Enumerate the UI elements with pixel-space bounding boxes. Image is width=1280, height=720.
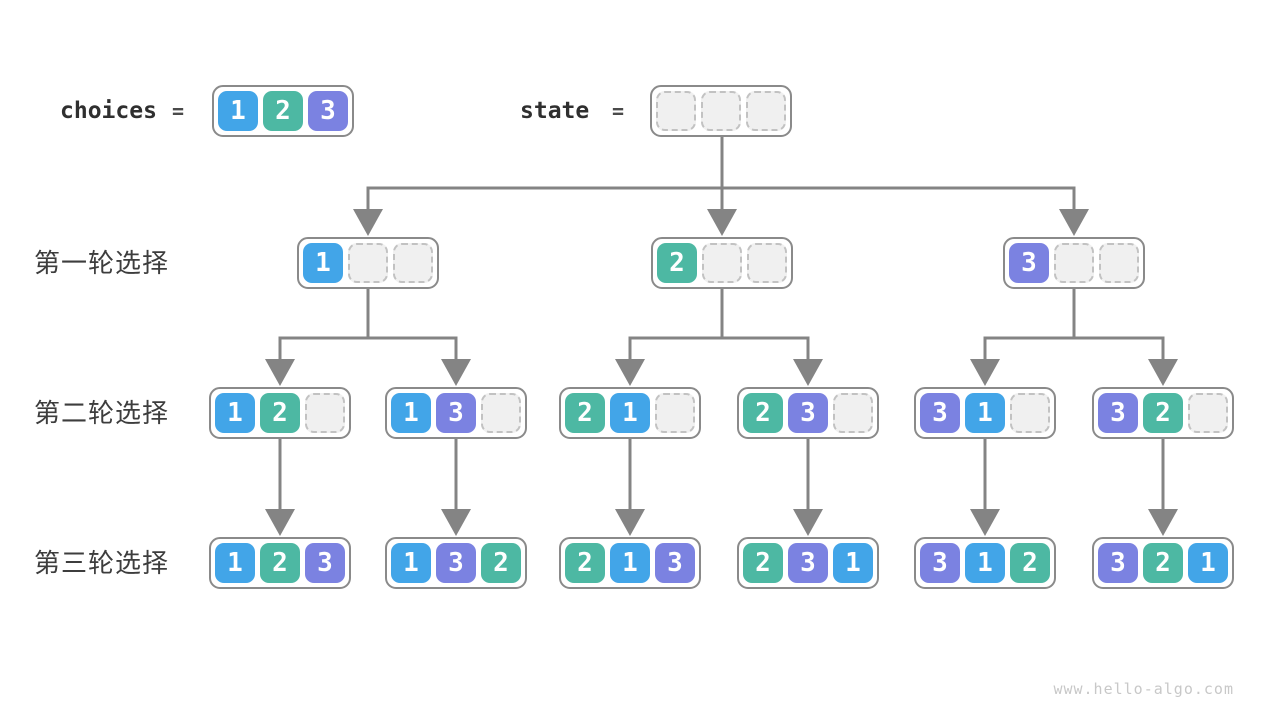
empty-cell <box>393 243 433 283</box>
cell-3: 3 <box>1098 543 1138 583</box>
empty-cell <box>305 393 345 433</box>
cell-2: 2 <box>1143 393 1183 433</box>
cell-3: 3 <box>1009 243 1049 283</box>
cell-3: 3 <box>920 393 960 433</box>
state-label: state <box>520 98 590 124</box>
cell-1: 1 <box>965 543 1005 583</box>
cell-3: 3 <box>436 393 476 433</box>
cell-2: 2 <box>260 543 300 583</box>
cell-1: 1 <box>391 543 431 583</box>
empty-cell <box>1188 393 1228 433</box>
row-label-round-3: 第三轮选择 <box>34 548 170 578</box>
cell-2: 2 <box>743 543 783 583</box>
cell-3: 3 <box>305 543 345 583</box>
cell-1: 1 <box>215 393 255 433</box>
cell-3: 3 <box>1098 393 1138 433</box>
row-label-round-2: 第二轮选择 <box>34 398 170 428</box>
empty-cell <box>747 243 787 283</box>
cell-2: 2 <box>260 393 300 433</box>
state-box <box>650 85 792 137</box>
cell-2: 2 <box>565 543 605 583</box>
choices-equals-sign: = <box>172 99 185 123</box>
empty-cell <box>1010 393 1050 433</box>
cell-1: 1 <box>218 91 258 131</box>
empty-cell <box>655 393 695 433</box>
cell-2: 2 <box>481 543 521 583</box>
cell-3: 3 <box>436 543 476 583</box>
cell-3: 3 <box>788 393 828 433</box>
cell-3: 3 <box>788 543 828 583</box>
choices-label: choices <box>60 98 157 124</box>
state-equals-sign: = <box>612 99 625 123</box>
empty-cell <box>746 91 786 131</box>
cell-1: 1 <box>610 393 650 433</box>
cell-3: 3 <box>920 543 960 583</box>
cell-2: 2 <box>565 393 605 433</box>
cell-3: 3 <box>308 91 348 131</box>
empty-cell <box>833 393 873 433</box>
cell-2: 2 <box>1010 543 1050 583</box>
cell-1: 1 <box>610 543 650 583</box>
empty-cell <box>1054 243 1094 283</box>
round1-state-box: 1 <box>297 237 439 289</box>
cell-2: 2 <box>263 91 303 131</box>
cell-2: 2 <box>657 243 697 283</box>
cell-1: 1 <box>391 393 431 433</box>
empty-cell <box>702 243 742 283</box>
cell-1: 1 <box>1188 543 1228 583</box>
empty-cell <box>656 91 696 131</box>
cell-1: 1 <box>303 243 343 283</box>
watermark: www.hello-algo.com <box>1053 680 1234 698</box>
cell-1: 1 <box>833 543 873 583</box>
row-label-round-1: 第一轮选择 <box>34 248 170 278</box>
round1-state-box: 2 <box>651 237 793 289</box>
empty-cell <box>348 243 388 283</box>
empty-cell <box>481 393 521 433</box>
empty-cell <box>701 91 741 131</box>
cell-2: 2 <box>743 393 783 433</box>
round1-state-box: 3 <box>1003 237 1145 289</box>
cell-1: 1 <box>215 543 255 583</box>
cell-1: 1 <box>965 393 1005 433</box>
empty-cell <box>1099 243 1139 283</box>
cell-2: 2 <box>1143 543 1183 583</box>
cell-3: 3 <box>655 543 695 583</box>
